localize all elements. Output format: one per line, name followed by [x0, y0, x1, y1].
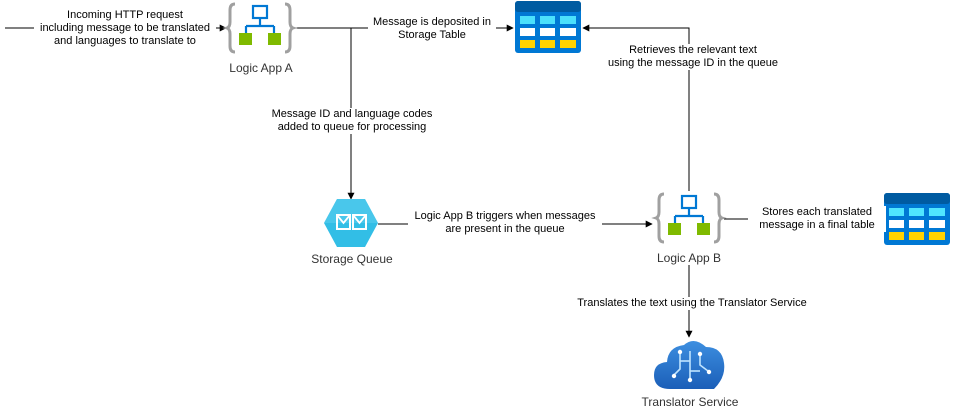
translator-service-label: Translator Service	[641, 395, 739, 409]
final-table-icon	[884, 193, 950, 245]
storage-queue-icon	[324, 199, 378, 247]
trigger-label: Logic App B triggers when messages are p…	[408, 210, 602, 236]
incoming-request-label: Incoming HTTP request including message …	[34, 9, 216, 48]
deposit-label: Message is deposited in Storage Table	[368, 16, 496, 42]
logic-app-b-label: Logic App B	[656, 251, 722, 265]
translate-label: Translates the text using the Translator…	[574, 297, 810, 310]
storage-queue-label: Storage Queue	[311, 252, 393, 266]
queue-add-label: Message ID and language codes added to q…	[266, 108, 438, 134]
retrieve-arrow	[582, 24, 690, 191]
connectors	[5, 24, 883, 338]
logic-app-b-icon	[651, 192, 727, 244]
translator-cloud-icon	[654, 340, 725, 389]
logic-app-a-label: Logic App A	[229, 61, 293, 75]
storage-table-icon	[515, 1, 581, 53]
store-label: Stores each translated message in a fina…	[748, 206, 886, 232]
retrieve-label: Retrieves the relevant text using the me…	[602, 44, 784, 70]
logic-app-a-icon	[222, 2, 298, 54]
